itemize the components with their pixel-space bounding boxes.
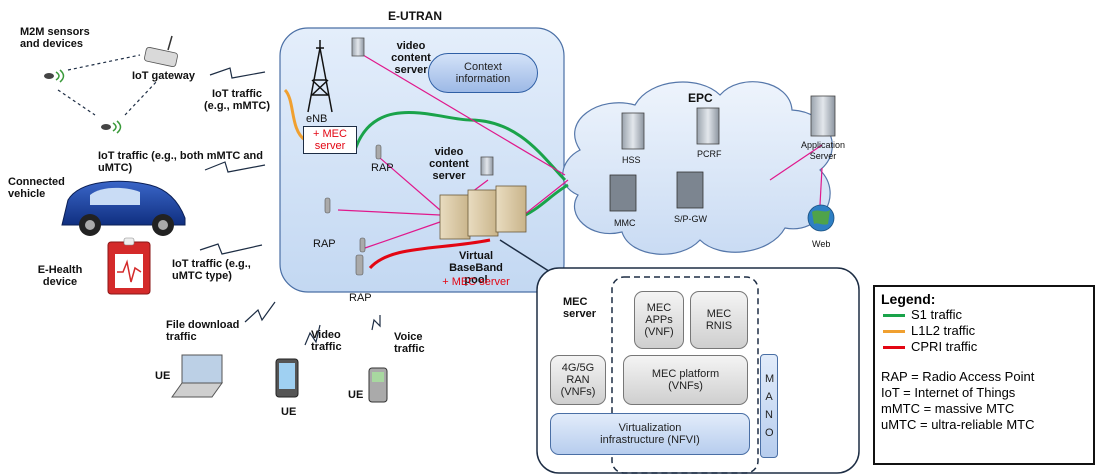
mec-apps-label: MEC APPs (VNF)	[644, 302, 674, 338]
legend-item-s1: S1 traffic	[881, 307, 1087, 323]
legend-note-umtc: uMTC = ultra-reliable MTC	[881, 417, 1035, 432]
rap-label-1: RAP	[371, 162, 394, 174]
epc-title: EPC	[688, 91, 713, 105]
application-server-label: Application Server	[800, 140, 846, 161]
file-download-label: File download traffic	[166, 319, 240, 343]
enb-tower-icon	[307, 40, 333, 113]
eutran-title: E-UTRAN	[388, 9, 442, 23]
enb-mec-box: + MEC server	[303, 126, 357, 154]
video-server-mid-icon	[480, 156, 494, 176]
legend-label-l1l2: L1L2 traffic	[911, 323, 976, 338]
video-server-top-icon	[351, 37, 365, 57]
mec-platform-label: MEC platform (VNFs)	[651, 368, 720, 392]
iot-gateway-icon	[144, 35, 178, 68]
mec-server-label: MEC server	[563, 296, 597, 320]
mec-apps-box: MEC APPs (VNF)	[634, 291, 684, 349]
ehealth-device-icon	[107, 237, 151, 295]
pcrf-server-icon	[696, 107, 720, 145]
ran-vnfs-box: 4G/5G RAN (VNFs)	[550, 355, 606, 405]
legend-note-mmtc: mMTC = massive MTC	[881, 401, 1015, 416]
l1l2-traffic-line	[283, 88, 307, 142]
s1-traffic-line-enb	[353, 111, 567, 182]
legend: Legend: S1 traffic L1L2 traffic CPRI tra…	[873, 285, 1095, 465]
ran-vnfs-label: 4G/5G RAN (VNFs)	[560, 362, 596, 398]
legend-title: Legend:	[881, 291, 936, 307]
application-server-icon	[810, 95, 836, 137]
iot-traffic-3-label: IoT traffic (e.g., uMTC type)	[172, 258, 251, 282]
mec-rnis-label: MEC RNIS	[705, 308, 733, 332]
iot-gateway-label: IoT gateway	[132, 70, 195, 82]
enb-label: eNB	[306, 113, 328, 125]
iot-traffic-1-label: IoT traffic (e.g., mMTC)	[204, 88, 270, 112]
rap-label-3: RAP	[349, 292, 372, 304]
rap-antenna-icon	[324, 144, 382, 276]
ue-laptop-icon	[171, 354, 223, 398]
vbbu-mec-label: + MEC server	[442, 276, 510, 288]
spgw-server-icon	[676, 171, 704, 209]
vbbu-label: Virtual BaseBand pool	[449, 250, 503, 286]
web-globe-icon	[807, 204, 835, 232]
ue-smartphone-icon	[275, 358, 299, 398]
ue-label-2: UE	[281, 406, 297, 418]
ue-label-1: UE	[155, 370, 171, 382]
epc-cloud	[562, 81, 833, 255]
mmc-server-icon	[609, 174, 637, 212]
legend-label-cpri: CPRI traffic	[911, 339, 978, 354]
mec-rnis-box: MEC RNIS	[690, 291, 748, 349]
mano-label: M A N O	[765, 373, 775, 439]
top-video-server-label: video content server	[391, 40, 431, 76]
ue-phone-icon	[368, 367, 388, 403]
ehealth-label: E-Health device	[37, 264, 83, 288]
rap-label-2: RAP	[313, 238, 336, 250]
legend-item-cpri: CPRI traffic	[881, 339, 1087, 355]
hss-label: HSS	[622, 155, 641, 165]
spgw-label: S/P-GW	[674, 214, 707, 224]
legend-item-l1l2: L1L2 traffic	[881, 323, 1087, 339]
hss-server-icon	[621, 112, 645, 150]
legend-swatch-s1	[883, 313, 905, 317]
context-information-box: Context information	[428, 53, 538, 93]
voice-traffic-label: Voice traffic	[394, 331, 425, 355]
vbbu-server-rack-icon	[439, 185, 527, 240]
mid-video-server-label: video content server	[429, 146, 469, 182]
legend-label-s1: S1 traffic	[911, 307, 963, 322]
nfvi-box: Virtualization infrastructure (NFVI)	[550, 413, 750, 455]
mec-platform-box: MEC platform (VNFs)	[623, 355, 748, 405]
legend-note-rap: RAP = Radio Access Point	[881, 369, 1035, 384]
web-label: Web	[812, 239, 831, 249]
wireless-link-icons	[199, 67, 381, 346]
connected-vehicle-icon	[61, 180, 186, 236]
magenta-links	[337, 51, 823, 249]
legend-swatch-cpri	[883, 345, 905, 349]
m2m-sensor-icon	[44, 69, 122, 134]
connected-vehicle-label: Connected vehicle	[8, 176, 65, 200]
mano-box: M A N O	[760, 354, 778, 458]
ue-label-3: UE	[348, 389, 364, 401]
legend-note-iot: IoT = Internet of Things	[881, 385, 1016, 400]
enb-mec-label: + MEC server	[313, 128, 347, 152]
video-traffic-label: Video traffic	[311, 329, 342, 353]
nfvi-label: Virtualization infrastructure (NFVI)	[600, 422, 700, 446]
legend-swatch-l1l2	[883, 329, 905, 333]
m2m-label: M2M sensors and devices	[20, 26, 90, 50]
mmc-label: MMC	[614, 218, 636, 228]
cpri-traffic-line	[368, 238, 491, 270]
context-information-label: Context information	[455, 61, 511, 85]
iot-traffic-2-label: IoT traffic (e.g., both mMTC and uMTC)	[98, 150, 263, 174]
m2m-links	[57, 54, 159, 116]
pcrf-label: PCRF	[697, 149, 722, 159]
